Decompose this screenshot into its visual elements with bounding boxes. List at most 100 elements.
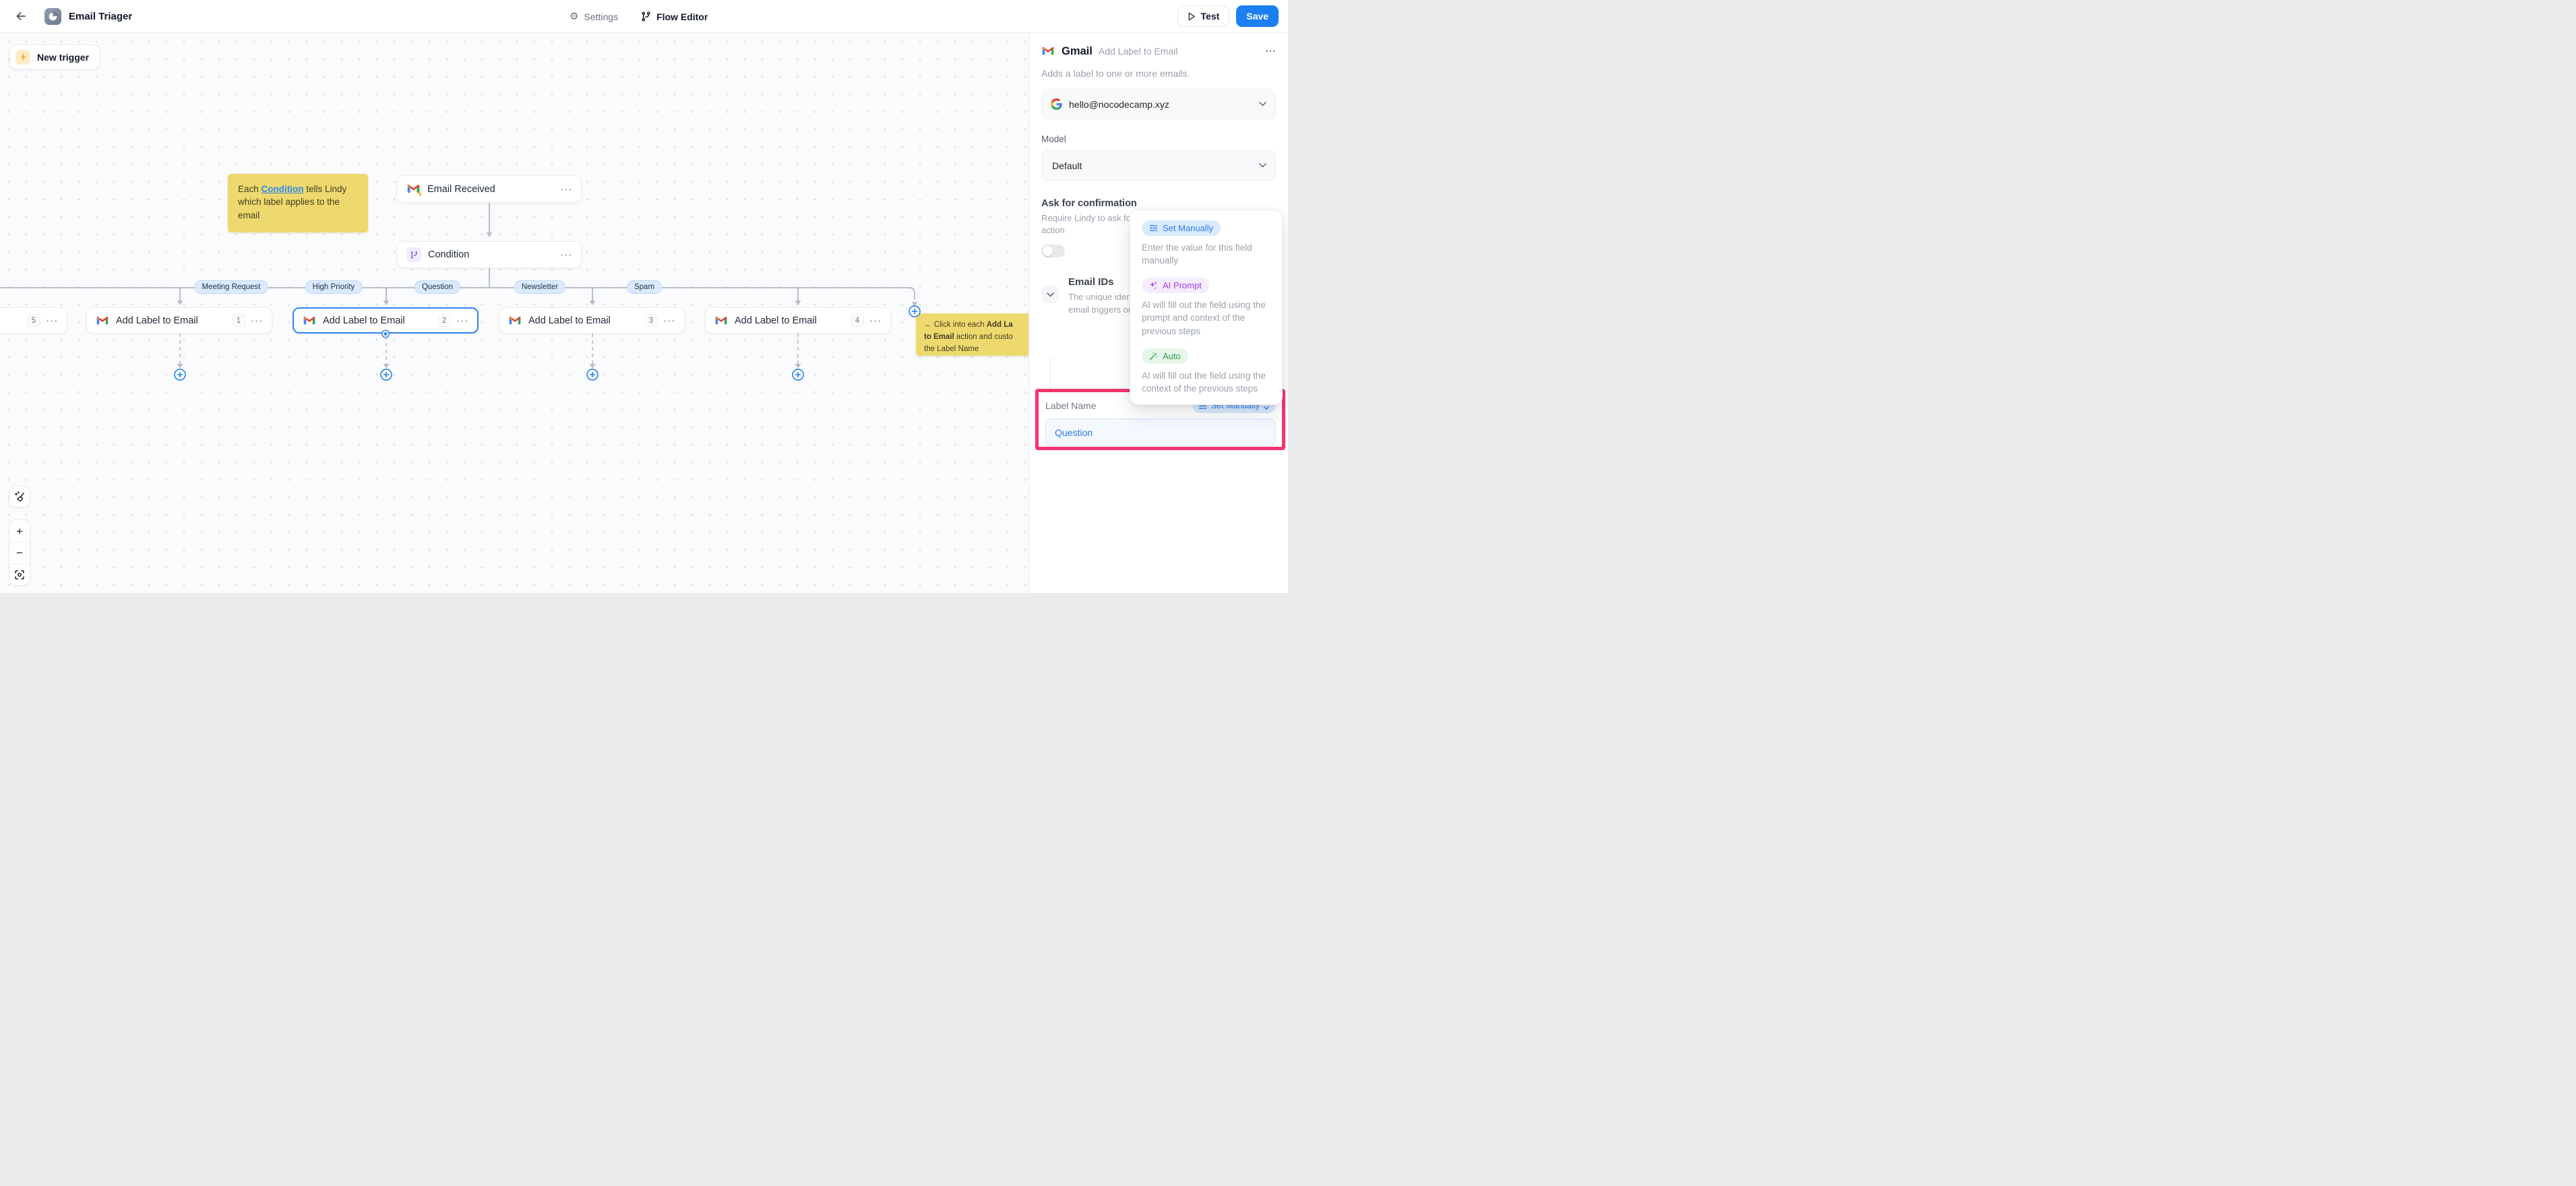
- label-name-label: Label Name: [1045, 400, 1097, 411]
- account-value: hello@nocodecamp.xyz: [1069, 98, 1169, 110]
- gmail-trigger-icon: [406, 182, 423, 198]
- account-select[interactable]: hello@nocodecamp.xyz: [1041, 89, 1276, 119]
- field-mode-option[interactable]: AI Prompt AI will fill out the field usi…: [1142, 278, 1270, 337]
- panel-header: Gmail Add Label to Email ···: [1041, 44, 1276, 58]
- chevron-down-icon: [1259, 163, 1266, 168]
- ask-confirmation-desc: Require Lindy to ask for action: [1041, 213, 1134, 236]
- branch-icon: [406, 247, 421, 262]
- focus-icon: [14, 569, 25, 580]
- test-label: Test: [1200, 11, 1220, 22]
- node-title: Condition: [428, 249, 470, 260]
- gear-icon: ⚙: [570, 11, 579, 22]
- tab-settings-label: Settings: [584, 11, 619, 22]
- model-label: Model: [1041, 134, 1066, 144]
- node-add-label-to-email[interactable]: Add Label to Email 3 ···: [499, 307, 685, 334]
- field-mode-option-desc: Enter the value for this field manually: [1142, 243, 1252, 266]
- ask-confirmation-title: Ask for confirmation: [1041, 198, 1137, 209]
- zoom-in-button[interactable]: +: [9, 520, 30, 542]
- node-title: Email Received: [427, 183, 495, 195]
- zoom-out-button[interactable]: −: [9, 542, 30, 563]
- more-menu-icon[interactable]: ···: [869, 315, 882, 326]
- zoom-controls: + −: [9, 520, 30, 586]
- node-add-label-to-email[interactable]: Add Label to Email 4 ···: [705, 307, 891, 334]
- panel-app-name: Gmail: [1062, 44, 1093, 57]
- branch-label-pill[interactable]: High Priority: [305, 280, 363, 294]
- connection-handle[interactable]: [382, 331, 389, 337]
- node-title: Add Label to Email: [528, 315, 611, 326]
- broom-icon: [14, 491, 26, 503]
- node-title: Add Label to Email: [735, 315, 817, 326]
- node-condition[interactable]: Condition ···: [397, 241, 582, 268]
- center-nav: ⚙ Settings Flow Editor: [570, 0, 708, 33]
- more-menu-icon[interactable]: ···: [46, 315, 59, 326]
- field-mode-dropdown: Set Manually Enter the value for this fi…: [1130, 210, 1283, 406]
- more-menu-icon[interactable]: ···: [1265, 45, 1276, 57]
- play-icon: [1188, 12, 1196, 21]
- field-mode-option-desc: AI will fill out the field using the pro…: [1142, 300, 1266, 336]
- step-number-badge: 1: [232, 314, 245, 327]
- clean-up-button[interactable]: [9, 486, 30, 507]
- flow-editor-app: New trigger Each Condition tells Lindy w…: [0, 0, 1288, 593]
- sticky-note-condition[interactable]: Each Condition tells Lindy which label a…: [228, 174, 368, 232]
- label-name-value: Question: [1055, 427, 1093, 438]
- gmail-icon: [96, 314, 109, 327]
- email-ids-title: Email IDs: [1068, 276, 1114, 288]
- node-add-label-to-email[interactable]: Add Label to Email 1 ···: [86, 307, 272, 334]
- wand-icon: [1149, 352, 1158, 361]
- branch-label-pill[interactable]: Newsletter: [514, 280, 566, 294]
- collapse-chevron-icon[interactable]: [1041, 286, 1059, 304]
- test-button[interactable]: Test: [1177, 5, 1230, 27]
- new-trigger-label: New trigger: [37, 51, 90, 63]
- condition-link[interactable]: Condition: [261, 184, 304, 194]
- plus-icon: +: [16, 524, 23, 538]
- label-name-input[interactable]: Question: [1045, 418, 1275, 446]
- gmail-icon: [1041, 44, 1055, 58]
- flow-branch-icon: [641, 11, 651, 22]
- page-title: Email Triager: [69, 10, 133, 22]
- gmail-icon: [508, 314, 522, 327]
- fit-view-button[interactable]: [9, 563, 30, 585]
- node-add-label-to-email[interactable]: Add Label to Email 2 ···: [293, 307, 479, 337]
- branch-label-pill[interactable]: Question: [414, 280, 461, 294]
- more-menu-icon[interactable]: ···: [663, 315, 676, 326]
- model-select[interactable]: Default: [1041, 150, 1276, 181]
- agent-avatar: [44, 7, 61, 25]
- tab-flow-editor-label: Flow Editor: [656, 11, 708, 22]
- node-email-received[interactable]: Email Received ···: [397, 175, 582, 203]
- field-mode-option[interactable]: Set Manually Enter the value for this fi…: [1142, 220, 1270, 267]
- email-ids-desc: The unique identifie email triggers or f…: [1068, 292, 1145, 315]
- branch-label-pill[interactable]: Meeting Request: [194, 280, 268, 294]
- field-mode-option[interactable]: Auto AI will fill out the field using th…: [1142, 348, 1270, 395]
- top-bar: Email Triager ⚙ Settings Flow Editor: [0, 0, 1288, 33]
- more-menu-icon[interactable]: ···: [456, 315, 469, 326]
- chevron-down-icon: [1259, 102, 1266, 106]
- lightning-icon: [16, 49, 30, 65]
- model-value: Default: [1052, 160, 1082, 171]
- node-title: Add Label to Email: [323, 315, 405, 326]
- node-title: Add Label to Email: [116, 315, 198, 326]
- minus-icon: −: [16, 547, 23, 559]
- ask-confirmation-toggle[interactable]: [1041, 245, 1065, 258]
- save-button[interactable]: Save: [1236, 5, 1279, 27]
- sparkles-icon: [1149, 281, 1158, 290]
- google-icon: [1051, 98, 1062, 110]
- back-button[interactable]: [9, 5, 32, 28]
- more-menu-icon[interactable]: ···: [560, 249, 573, 260]
- branch-label-pill[interactable]: Spam: [626, 280, 663, 294]
- new-trigger-button[interactable]: New trigger: [9, 44, 100, 69]
- step-number-badge: 5: [27, 314, 40, 327]
- step-number-badge: 3: [644, 314, 658, 327]
- more-menu-icon[interactable]: ···: [251, 315, 264, 326]
- node-add-label-to-email[interactable]: Add Label to Email 5 ···: [0, 307, 67, 334]
- step-number-badge: 2: [437, 314, 451, 327]
- tab-flow-editor[interactable]: Flow Editor: [641, 11, 708, 22]
- gmail-icon: [303, 314, 316, 327]
- more-menu-icon[interactable]: ···: [560, 183, 573, 195]
- tab-settings[interactable]: ⚙ Settings: [570, 11, 618, 22]
- panel-action-name: Add Label to Email: [1098, 46, 1178, 57]
- field-mode-option-desc: AI will fill out the field using the con…: [1142, 370, 1266, 394]
- action-description: Adds a label to one or more emails.: [1041, 68, 1190, 79]
- step-number-badge: 4: [851, 314, 864, 327]
- sliders-icon: [1149, 224, 1158, 232]
